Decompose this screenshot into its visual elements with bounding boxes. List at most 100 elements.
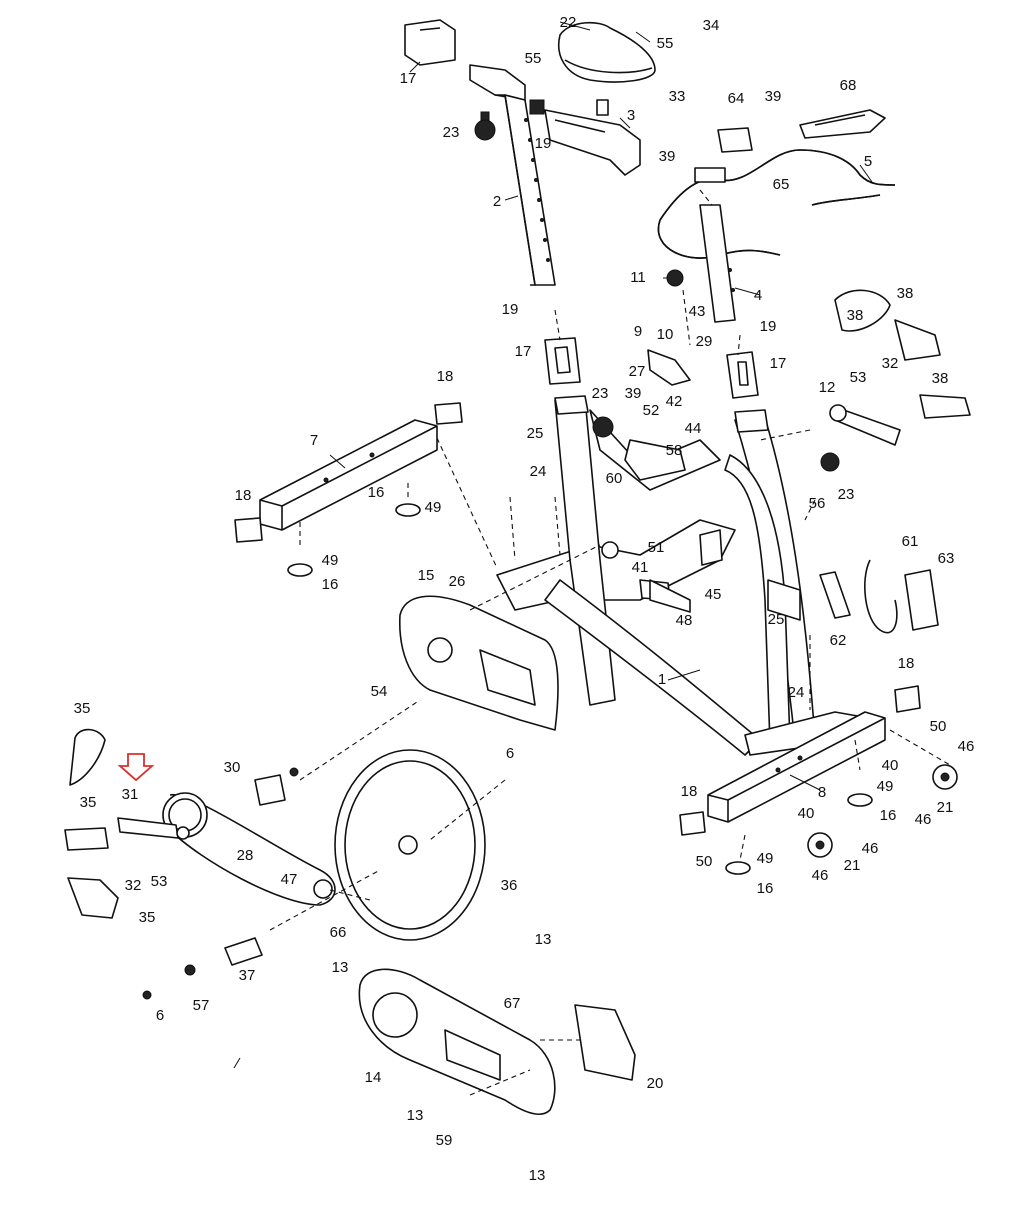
seat-slider xyxy=(544,99,641,176)
callout-label-61: 61 xyxy=(902,533,919,550)
callout-label-26: 26 xyxy=(449,573,466,590)
callout-label-7: 7 xyxy=(310,432,318,449)
callout-label-23: 23 xyxy=(838,486,855,503)
assembly-guides xyxy=(269,189,951,1096)
callout-label-38: 38 xyxy=(932,370,949,387)
callout-label-6: 6 xyxy=(156,1007,164,1024)
callout-label-24: 24 xyxy=(530,463,547,480)
flywheel-knob-23 xyxy=(592,416,840,472)
callout-label-25: 25 xyxy=(527,425,544,442)
seat-post-cap-17 xyxy=(404,19,456,66)
callout-label-35: 35 xyxy=(80,794,97,811)
callout-label-63: 63 xyxy=(938,550,955,567)
callout-label-51: 51 xyxy=(648,539,665,556)
callout-label-18: 18 xyxy=(437,368,454,385)
callout-label-41: 41 xyxy=(632,559,649,576)
axle-37 xyxy=(142,937,263,1000)
callout-label-59: 59 xyxy=(436,1132,453,1149)
callout-label-42: 42 xyxy=(666,393,683,410)
chain-guard-bracket-20 xyxy=(574,1004,636,1081)
callout-label-38: 38 xyxy=(897,285,914,302)
seat-post-sleeve-17 xyxy=(544,337,581,385)
leveling-feet xyxy=(234,402,921,875)
callout-label-50: 50 xyxy=(930,718,947,735)
callout-label-28: 28 xyxy=(237,847,254,864)
callout-label-53: 53 xyxy=(151,873,168,890)
callout-label-5: 5 xyxy=(864,153,872,170)
callout-label-32: 32 xyxy=(882,355,899,372)
left-crank-31 xyxy=(117,817,190,840)
callout-label-19: 19 xyxy=(535,135,552,152)
callout-label-46: 46 xyxy=(812,867,829,884)
callout-label-65: 65 xyxy=(773,176,790,193)
callout-label-66: 66 xyxy=(330,924,347,941)
callout-label-67: 67 xyxy=(504,995,521,1012)
callout-label-39: 39 xyxy=(625,385,642,402)
callout-label-64: 64 xyxy=(728,90,745,107)
callout-label-16: 16 xyxy=(757,880,774,897)
callout-label-13: 13 xyxy=(407,1107,424,1124)
callout-label-39: 39 xyxy=(659,148,676,165)
callout-label-18: 18 xyxy=(898,655,915,672)
callout-label-1: 1 xyxy=(658,671,666,688)
callout-label-56: 56 xyxy=(809,495,826,512)
callout-label-40: 40 xyxy=(882,757,899,774)
callout-label-6: 6 xyxy=(506,745,514,762)
seat-post xyxy=(469,64,556,286)
transport-wheels-21 xyxy=(807,764,958,858)
callout-label-18: 18 xyxy=(681,783,698,800)
chain-guard-outer-14 xyxy=(358,968,556,1115)
callout-label-39: 39 xyxy=(765,88,782,105)
callout-label-13: 13 xyxy=(535,931,552,948)
callout-label-46: 46 xyxy=(862,840,879,857)
callout-label-58: 58 xyxy=(666,442,683,459)
callout-label-50: 50 xyxy=(696,853,713,870)
callout-label-49: 49 xyxy=(425,499,442,516)
callout-label-23: 23 xyxy=(443,124,460,141)
callout-label-43: 43 xyxy=(689,303,706,320)
callout-label-49: 49 xyxy=(322,552,339,569)
console-68 xyxy=(799,109,886,139)
front-stabilizer xyxy=(707,711,886,823)
axle-30 xyxy=(254,767,299,806)
callout-label-29: 29 xyxy=(696,333,713,350)
callout-label-2: 2 xyxy=(493,193,501,210)
callout-label-55: 55 xyxy=(525,50,542,67)
callout-label-19: 19 xyxy=(760,318,777,335)
handlebar-mount-64 xyxy=(694,127,753,183)
callout-label-35: 35 xyxy=(74,700,91,717)
callout-label-23: 23 xyxy=(592,385,609,402)
callout-label-21: 21 xyxy=(937,799,954,816)
callout-label-17: 17 xyxy=(770,355,787,372)
callout-label-17: 17 xyxy=(400,70,417,87)
knob-23-top xyxy=(474,111,496,141)
callout-label-10: 10 xyxy=(657,326,674,343)
callout-label-53: 53 xyxy=(850,369,867,386)
callout-label-46: 46 xyxy=(915,811,932,828)
callout-label-27: 27 xyxy=(629,363,646,380)
callout-label-57: 57 xyxy=(193,997,210,1014)
seat xyxy=(558,21,656,83)
callout-label-13: 13 xyxy=(529,1167,546,1184)
callout-label-40: 40 xyxy=(798,805,815,822)
handlebar-post-cap-17 xyxy=(726,351,759,399)
callout-label-14: 14 xyxy=(365,1069,382,1086)
callout-label-37: 37 xyxy=(239,967,256,984)
callout-label-46: 46 xyxy=(958,738,975,755)
callout-label-17: 17 xyxy=(515,343,532,360)
highlight-arrow xyxy=(117,753,155,782)
callout-label-18: 18 xyxy=(235,487,252,504)
callout-label-12: 12 xyxy=(819,379,836,396)
leader-lines xyxy=(233,21,873,1069)
callout-label-33: 33 xyxy=(669,88,686,105)
flywheel-36 xyxy=(334,749,486,941)
right-crank-12 xyxy=(829,404,901,446)
callout-label-24: 24 xyxy=(788,684,805,701)
callout-label-25: 25 xyxy=(768,611,785,628)
callout-label-62: 62 xyxy=(830,632,847,649)
callout-label-3: 3 xyxy=(627,107,635,124)
callout-label-36: 36 xyxy=(501,877,518,894)
callout-label-21: 21 xyxy=(844,857,861,874)
callout-label-52: 52 xyxy=(643,402,660,419)
